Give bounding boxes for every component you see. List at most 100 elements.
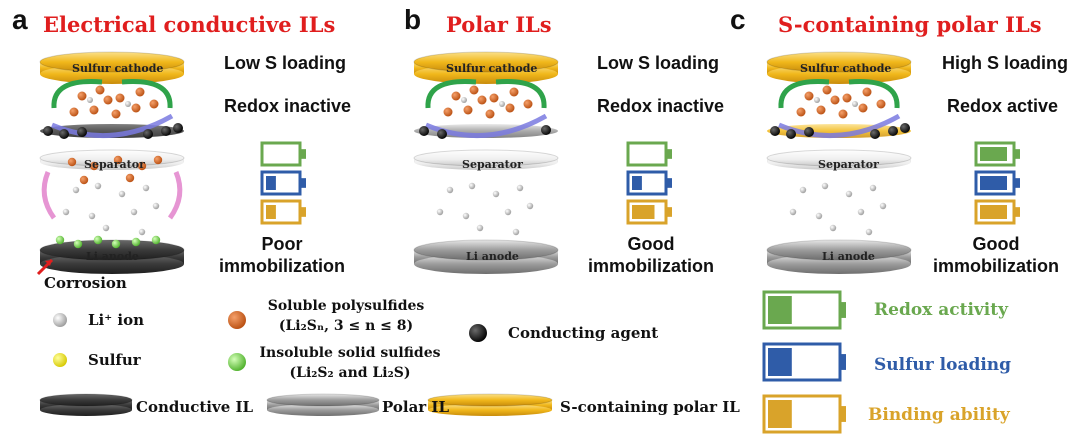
legend-conducting-ball — [469, 324, 487, 342]
panel-a-polysulfide — [131, 103, 141, 113]
panel-a-title: Electrical conductive ILs — [43, 12, 336, 37]
panel-a-anode-label: Li anode — [86, 250, 139, 263]
panel-b-polysulfide — [485, 109, 495, 119]
legend-insoluble-line2: (Li₂S₂ and Li₂S) — [289, 365, 411, 381]
panel-c-redox: Redox active — [947, 96, 1059, 116]
panel-b-li-ion — [504, 208, 512, 216]
legend-li-ion: Li⁺ ion — [88, 311, 144, 329]
panel-c-title: S-containing polar ILs — [778, 12, 1042, 37]
panel-b-battery-0-body — [626, 141, 668, 167]
panel-a-li-ion — [138, 228, 146, 236]
panel-a-anode-bottom — [40, 254, 184, 274]
legend-polysulfide-ball — [228, 311, 246, 329]
panel-c-loading: High S loading — [942, 53, 1068, 73]
panel-b-title: Polar ILs — [446, 12, 552, 37]
panel-c-li-ion — [857, 208, 865, 216]
panel-a-li-ion — [118, 190, 126, 198]
panel-b-separator-top — [413, 149, 559, 167]
legend-soluble-line2: (Li₂Sₙ, 3 ≤ n ≤ 8) — [278, 318, 414, 334]
battery-legend-2-fill — [768, 400, 792, 428]
panel-b-redox: Redox inactive — [597, 96, 725, 116]
panel-a-battery-0-tip — [300, 149, 306, 159]
panel-c-conducting-agent — [900, 123, 910, 133]
panel-b-polysulfide — [443, 107, 453, 117]
panel-a-separator-label: Separator — [84, 158, 145, 171]
legend-conductive-il: Conductive IL — [136, 398, 254, 416]
panel-a-li-ion-top — [87, 97, 93, 103]
panel-a-li-ion — [152, 202, 160, 210]
legend-insoluble-ball — [228, 353, 246, 371]
panel-c-li-ion-top — [852, 101, 858, 107]
panel-a-polysulfide-leak — [89, 161, 99, 171]
legend-s-containing-il-disk-top — [427, 393, 553, 407]
panel-a-shuttle-arrow-left — [41, 171, 57, 220]
panel-b-li-ion-top — [499, 101, 505, 107]
panel-c-anode-label: Li anode — [822, 250, 875, 263]
panel-b-li-ion — [462, 212, 470, 220]
legend-soluble-line1: Soluble polysulfides — [267, 298, 425, 314]
panel-a-polysulfide — [89, 105, 99, 115]
legend-li-ion-ball — [53, 313, 67, 327]
panel-b-purple-arrow — [425, 113, 548, 139]
panel-b-conducting-agent — [541, 125, 551, 135]
panel-c-immob-line2: immobilization — [933, 256, 1059, 276]
panel-c-conducting-agent — [870, 129, 880, 139]
panel-a-cathode-top — [39, 51, 185, 73]
panel-a-li-ion — [72, 186, 80, 194]
panel-c-li-ion — [799, 186, 807, 194]
panel-b-polysulfide — [489, 93, 499, 103]
panel-a-polysulfide-leak — [125, 173, 135, 183]
panel-b-separator-label: Separator — [462, 158, 523, 171]
panel-a-corrosion-label: Corrosion — [44, 274, 127, 292]
panel-a-insoluble-sulfide — [73, 239, 83, 249]
panel-c-li-ion — [879, 202, 887, 210]
panel-a-battery-2-tip — [300, 207, 306, 217]
panel-b-immob-line1: Good — [627, 234, 675, 254]
panel-a-polysulfide — [111, 109, 121, 119]
panel-b-green-arrow-right — [495, 79, 547, 109]
panel-c-letter: c — [730, 4, 746, 35]
battery-legend-1-fill — [768, 348, 792, 376]
panel-a-corrosion-arrow-head — [45, 260, 52, 266]
battery-legend-0-fill — [768, 296, 792, 324]
panel-b-loading: Low S loading — [597, 53, 719, 73]
panel-a-li-ion — [88, 212, 96, 220]
panel-b-conducting-agent — [437, 129, 447, 139]
panel-a-insoluble-sulfide — [131, 237, 141, 247]
panel-a-letter: a — [12, 4, 28, 35]
panel-a-battery-2-fill — [266, 205, 276, 219]
panel-c-polysulfide — [876, 99, 886, 109]
panel-a-polysulfide — [149, 99, 159, 109]
panel-a-insoluble-sulfide — [93, 235, 103, 245]
panel-a-green-arrow-right — [121, 79, 173, 109]
legend-insoluble-line1: Insoluble solid sulfides — [259, 345, 441, 361]
panel-c-conducting-agent — [770, 126, 780, 136]
panel-b-polysulfide — [505, 103, 515, 113]
legend-s-containing-il: S-containing polar IL — [560, 398, 740, 416]
panel-b-conducting-agent — [419, 126, 429, 136]
legend-conductive-il-disk-top — [39, 393, 133, 407]
panel-a-polysulfide-leak — [67, 157, 77, 167]
panel-a-battery-1-tip — [300, 178, 306, 188]
panel-c-polysulfide — [858, 103, 868, 113]
panel-c-conducting-agent — [888, 126, 898, 136]
panel-c-separator-label: Separator — [818, 158, 879, 171]
legend-polar-il-disk-bottom — [267, 404, 379, 416]
panel-c-battery-2-fill — [980, 205, 1007, 219]
panel-b-polysulfide — [523, 99, 533, 109]
panel-c-polysulfide — [796, 107, 806, 117]
panel-a-loading: Low S loading — [224, 53, 346, 73]
panel-b-anode-bottom — [414, 254, 558, 274]
panel-b-cathode-label: Sulfur cathode — [446, 62, 538, 75]
panel-c-li-ion — [829, 224, 837, 232]
panel-c-li-ion — [789, 208, 797, 216]
panel-c-green-arrow-left — [778, 79, 830, 109]
legend-sulfur: Sulfur — [88, 351, 141, 369]
panel-b-li-ion — [492, 190, 500, 198]
battery-legend-binding: Binding ability — [868, 405, 1010, 425]
panel-b-letter: b — [404, 4, 422, 35]
panel-c-polysulfide — [842, 93, 852, 103]
panel-a-li-ion — [62, 208, 70, 216]
